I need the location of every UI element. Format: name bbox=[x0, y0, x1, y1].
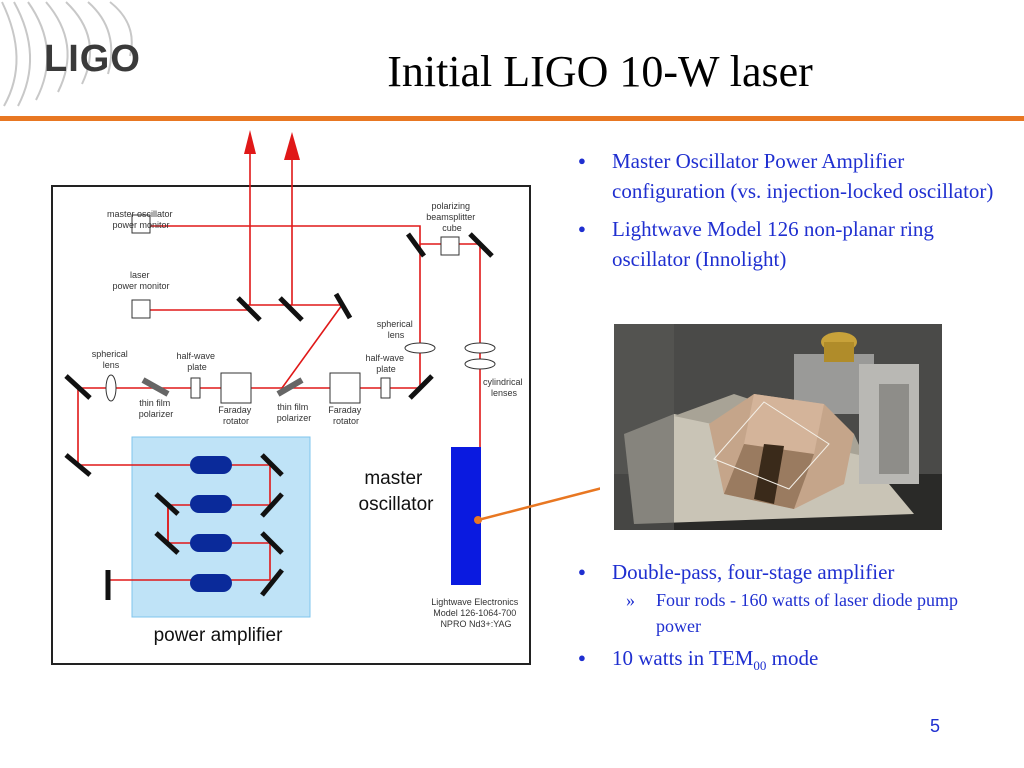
subscript: 00 bbox=[753, 658, 767, 674]
amplifier-rods bbox=[190, 456, 232, 592]
output-arrow-left bbox=[244, 130, 256, 154]
label-spherical-lens-left: spherical lens bbox=[92, 349, 131, 370]
bullet-list-bottom: Double-pass, four-stage amplifier Four r… bbox=[578, 557, 998, 681]
page-title: Initial LIGO 10-W laser bbox=[387, 47, 813, 96]
ligo-logo-arcs bbox=[1, 1, 133, 107]
label-thin-film-right: thin film polarizer bbox=[277, 402, 312, 423]
label-polarizing-cube: polarizing beamsplitter cube bbox=[426, 201, 478, 233]
title-divider bbox=[0, 116, 1024, 121]
bullet-list-top: Master Oscillator Power Amplifier config… bbox=[578, 146, 998, 274]
bullet-text: 10 watts in TEM bbox=[612, 646, 754, 670]
label-power-amplifier: power amplifier bbox=[154, 625, 283, 646]
half-wave-plate-left bbox=[190, 377, 201, 399]
label-faraday-left: Faraday rotator bbox=[218, 405, 254, 426]
npro-crystal-photo bbox=[614, 324, 942, 530]
laser-power-monitor bbox=[131, 299, 151, 319]
label-cylindrical-lenses: cylindrical lenses bbox=[483, 377, 525, 398]
master-oscillator-block bbox=[451, 447, 481, 585]
half-wave-plate-right bbox=[380, 377, 391, 399]
pointer-line bbox=[477, 487, 600, 522]
thin-film-polarizer-left bbox=[141, 377, 170, 397]
spherical-lens-right bbox=[404, 342, 436, 354]
sub-bullet-item: Four rods - 160 watts of laser diode pum… bbox=[612, 587, 998, 639]
bullet-item: Master Oscillator Power Amplifier config… bbox=[578, 146, 998, 206]
spherical-lens-left bbox=[105, 374, 117, 402]
label-master-oscillator: master oscillator bbox=[359, 468, 435, 515]
laser-optical-layout-diagram: master oscillator power monitor laser po… bbox=[51, 130, 600, 665]
mirrors bbox=[64, 232, 494, 600]
sub-bullet-list: Four rods - 160 watts of laser diode pum… bbox=[612, 587, 998, 639]
cylindrical-lens-2 bbox=[464, 358, 496, 370]
cylindrical-lens-1 bbox=[464, 342, 496, 354]
faraday-rotator-left bbox=[220, 372, 252, 404]
ligo-logo: LIGO bbox=[44, 38, 141, 80]
thin-film-polarizer-right bbox=[276, 377, 304, 397]
output-arrow-right bbox=[284, 132, 300, 160]
label-spherical-lens-right: spherical lens bbox=[377, 319, 416, 340]
faraday-rotator-right bbox=[329, 372, 361, 404]
master-oscillator-power-monitor bbox=[131, 214, 151, 234]
pointer-dot-start bbox=[474, 516, 482, 524]
label-lightwave-model: Lightwave Electronics Model 126-1064-700… bbox=[431, 597, 521, 629]
bullet-item: 10 watts in TEM00 mode bbox=[578, 643, 998, 681]
label-half-wave-left: half-wave plate bbox=[176, 351, 217, 372]
label-master-oscillator-monitor: master oscillator power monitor bbox=[107, 209, 175, 230]
bullet-item: Lightwave Model 126 non-planar ring osci… bbox=[578, 214, 998, 274]
bullet-text: Double-pass, four-stage amplifier bbox=[612, 560, 895, 584]
label-faraday-right: Faraday rotator bbox=[328, 405, 364, 426]
label-half-wave-right: half-wave plate bbox=[365, 353, 406, 374]
bullet-text-suffix: mode bbox=[766, 646, 819, 670]
page-number: 5 bbox=[929, 716, 940, 736]
label-laser-power-monitor: laser power monitor bbox=[112, 270, 169, 291]
bullet-item: Double-pass, four-stage amplifier Four r… bbox=[578, 557, 998, 639]
label-thin-film-left: thin film polarizer bbox=[139, 398, 174, 419]
polarizing-beamsplitter-cube bbox=[440, 236, 460, 256]
